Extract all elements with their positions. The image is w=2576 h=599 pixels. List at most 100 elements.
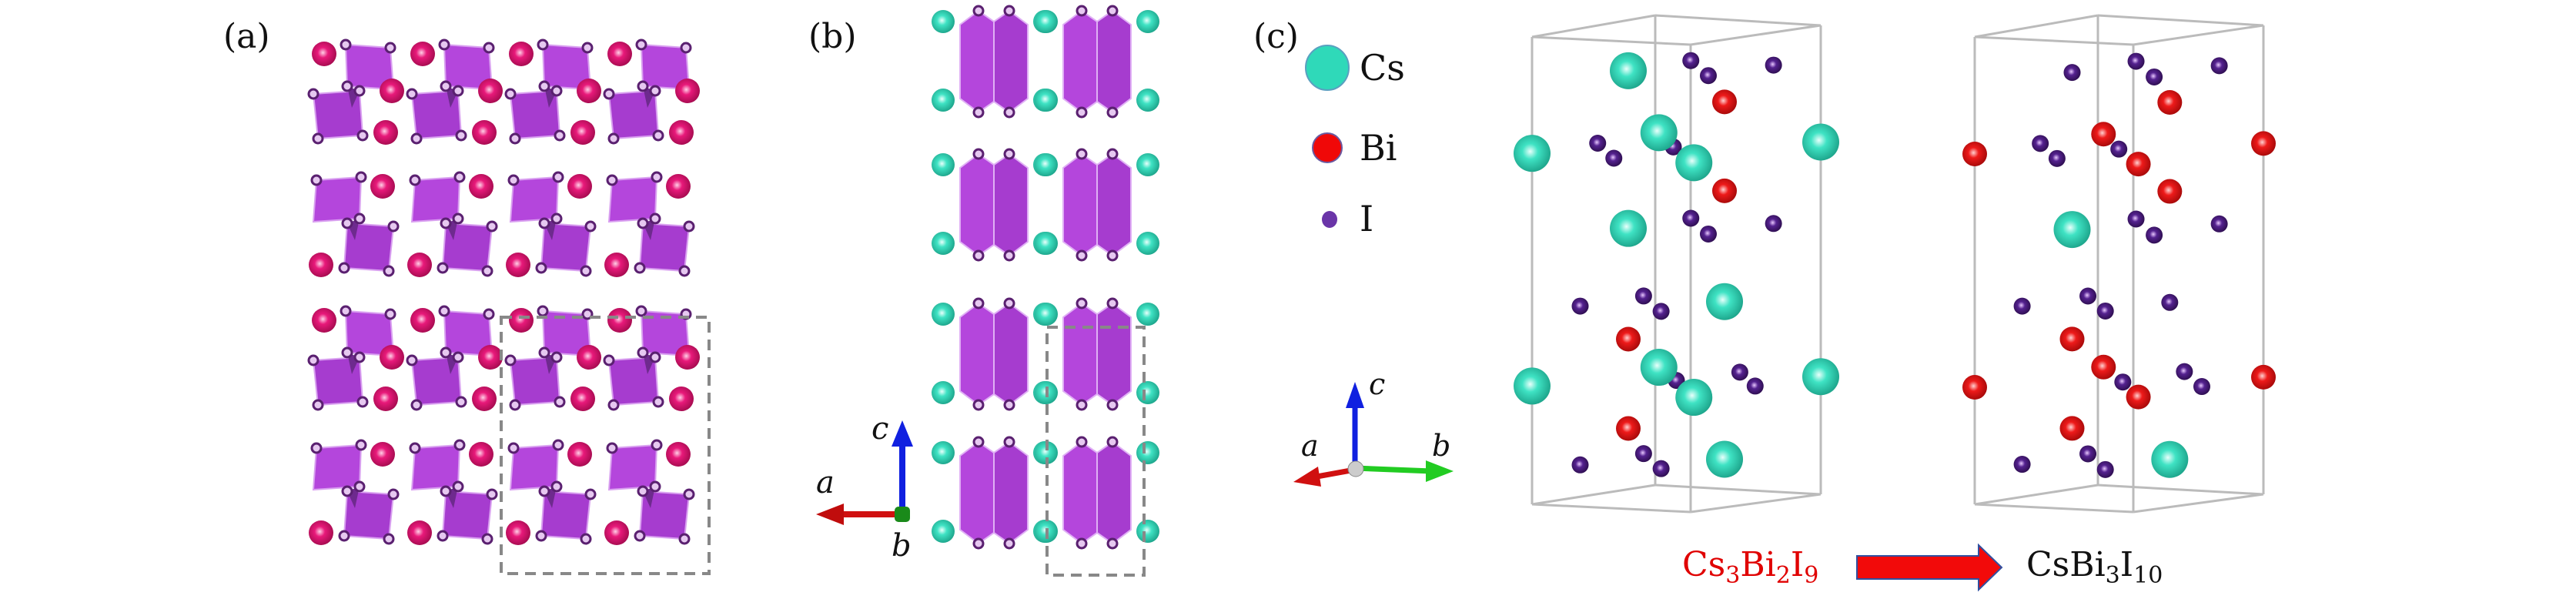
i-atom	[537, 305, 549, 317]
cs-atom	[1035, 441, 1058, 464]
legend-bi-swatch	[1312, 132, 1343, 163]
i-atom	[1106, 148, 1119, 160]
bii6-octahedron	[993, 440, 1029, 545]
i-atom	[538, 485, 550, 497]
i-atom	[1605, 149, 1623, 167]
cs-atom	[1136, 153, 1159, 176]
cs-atom	[472, 387, 497, 411]
cs-atom	[410, 308, 435, 333]
cs-atom	[1610, 52, 1647, 89]
i-atom	[1003, 537, 1015, 550]
octahedra-pair	[1035, 436, 1159, 550]
unit-cell-edge	[1974, 35, 2134, 46]
cs-atom	[1802, 358, 1839, 396]
panel-label-a: (a)	[223, 17, 270, 56]
i-atom	[1076, 5, 1088, 17]
bii6-octahedron	[312, 176, 363, 223]
i-atom	[649, 212, 661, 225]
bii6-octahedron	[509, 176, 560, 223]
cs-atom	[1706, 283, 1743, 320]
i-atom	[338, 262, 350, 274]
cs-atom	[932, 441, 955, 464]
unit-cell-dashed-box-a	[500, 316, 711, 575]
axis-label-c: c	[1369, 367, 1385, 401]
i-atom	[972, 436, 985, 448]
octahedra-pair	[932, 5, 1056, 119]
cs-atom	[567, 442, 592, 467]
cs-atom	[570, 120, 595, 145]
octahedra-pair	[1035, 5, 1159, 119]
formula-part: Cs	[1682, 545, 1725, 584]
i-atom	[651, 171, 663, 183]
formula-subscript: 9	[1804, 562, 1818, 589]
cs-atom	[1136, 10, 1159, 33]
i-atom	[2210, 215, 2228, 233]
i-atom	[438, 38, 450, 51]
i-atom	[2079, 287, 2097, 305]
cs-atom	[932, 10, 955, 33]
octahedra-unit	[406, 305, 503, 411]
i-atom	[437, 530, 449, 542]
i-atom	[1571, 456, 1589, 474]
i-atom	[972, 5, 985, 17]
i-atom	[455, 129, 467, 142]
i-atom	[481, 533, 493, 545]
cs-atom	[407, 520, 432, 545]
i-atom	[1106, 249, 1119, 262]
i-atom	[2127, 52, 2145, 70]
i-atom	[2110, 140, 2128, 158]
bii6-octahedron	[607, 443, 658, 491]
cs-atom	[932, 520, 955, 543]
i-atom	[452, 351, 464, 363]
i-atom	[652, 396, 664, 408]
i-atom	[507, 442, 520, 454]
i-atom	[1076, 249, 1088, 262]
i-atom	[410, 399, 423, 411]
cs-atom	[2053, 211, 2091, 249]
i-atom	[452, 85, 464, 97]
unit-cell-edge	[1974, 484, 2099, 506]
bii6-octahedron	[1062, 9, 1098, 114]
axis-triad-b: c a b	[816, 411, 913, 564]
i-atom	[652, 129, 664, 142]
octahedra-unit	[504, 305, 601, 411]
i-atom	[2146, 68, 2163, 85]
bi-atom	[2126, 152, 2151, 177]
unit-cell-edge	[2133, 493, 2264, 514]
axis-label-b: b	[1432, 429, 1450, 463]
axis-c-arrowhead	[892, 420, 913, 447]
i-atom	[1076, 106, 1088, 119]
unit-cell-edge	[1654, 14, 1822, 27]
bii6-octahedron	[993, 9, 1029, 114]
cs-atom	[666, 442, 691, 467]
axis-b-arrowhead	[1426, 460, 1454, 482]
bii6-octahedron	[959, 9, 995, 114]
cs-atom	[1640, 114, 1678, 152]
i-atom	[440, 485, 452, 497]
bi-atom	[2126, 384, 2151, 410]
i-atom	[607, 132, 620, 145]
octahedra-pair	[1035, 297, 1159, 411]
i-atom	[580, 533, 592, 545]
unit-cell-edge	[2133, 24, 2264, 46]
i-atom	[678, 533, 691, 545]
i-atom	[535, 262, 547, 274]
i-atom	[1106, 106, 1119, 119]
i-atom	[340, 305, 352, 317]
formula-subscript: 10	[2133, 562, 2163, 589]
axis-label-b: b	[892, 528, 912, 564]
i-atom	[603, 88, 615, 100]
i-atom	[1076, 148, 1088, 160]
formula-part: I	[2120, 545, 2133, 584]
cs-atom	[469, 174, 493, 199]
i-atom	[680, 42, 692, 54]
bi-atom	[2251, 364, 2276, 390]
i-atom	[1589, 134, 1607, 152]
cs-atom	[570, 387, 595, 411]
i-atom	[1731, 363, 1748, 381]
i-atom	[504, 88, 517, 100]
i-atom	[383, 533, 395, 545]
i-atom	[509, 132, 521, 145]
i-atom	[972, 537, 985, 550]
